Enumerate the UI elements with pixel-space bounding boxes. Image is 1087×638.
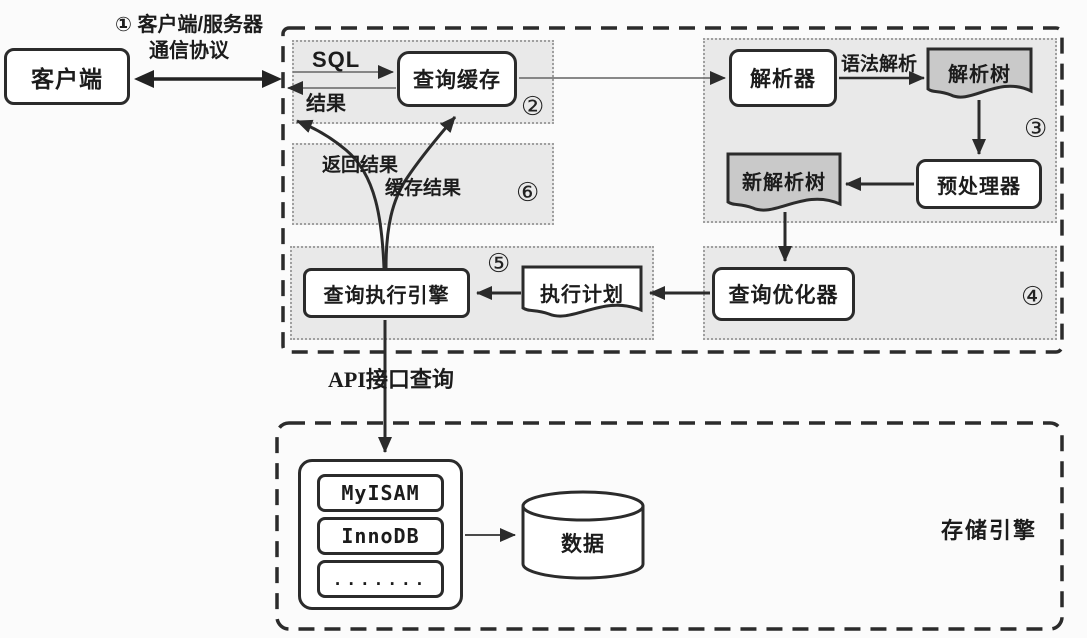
optimizer-node: 查询优化器 [712, 267, 855, 321]
cache-result-curve [384, 116, 457, 269]
arrowhead-left-icon [134, 70, 154, 88]
sql-label: SQL [312, 47, 361, 72]
database-cylinder-top [521, 490, 645, 522]
server-dashed-box [281, 26, 1064, 354]
new-parse-tree-shape [726, 152, 842, 212]
storage-dashed-box [275, 421, 1064, 631]
return-result-label: 返回结果 [322, 155, 399, 176]
engine-innodb: InnoDB [317, 517, 444, 555]
return-result-curve [296, 119, 386, 269]
parse-tree-shape [926, 47, 1033, 99]
client-label: 客户端 [31, 65, 103, 92]
storage-engine-title: 存储引擎 [941, 518, 1038, 543]
parser-label: 解析器 [750, 68, 816, 91]
protocol-label-line1: ① 客户端/服务器 [114, 14, 264, 36]
engine-others: ....... [317, 560, 444, 598]
optimizer-label: 查询优化器 [728, 284, 839, 307]
myisam-label: MyISAM [341, 481, 420, 505]
data-label: 数据 [561, 533, 605, 556]
query-cache-label: 查询缓存 [413, 69, 501, 92]
client-node: 客户端 [4, 48, 130, 105]
exec-engine-node: 查询执行引擎 [303, 268, 470, 318]
arrowhead-right-icon [262, 70, 282, 88]
result-label: 结果 [306, 93, 346, 115]
exec-plan-shape [521, 265, 643, 318]
preprocessor-node: 预处理器 [916, 159, 1042, 209]
badge-step-4: ④ [1021, 281, 1045, 311]
badge-step-2: ② [521, 91, 545, 121]
preprocessor-label: 预处理器 [937, 175, 1021, 198]
api-query-label: API接口查询 [328, 367, 454, 392]
new-parse-tree-label: 新解析树 [742, 172, 826, 194]
other-engines-label: ....... [332, 569, 429, 589]
exec-engine-label: 查询执行引擎 [323, 284, 450, 307]
cache-result-label: 缓存结果 [385, 178, 462, 199]
badge-step-3: ③ [1024, 113, 1048, 143]
query-cache-node: 查询缓存 [397, 51, 517, 107]
badge-step-5: ⑤ [487, 248, 511, 278]
badge-step-6: ⑥ [516, 177, 540, 207]
parse-tree-label: 解析树 [948, 64, 1011, 86]
database-cylinder-body [521, 506, 645, 580]
parser-node: 解析器 [729, 49, 837, 107]
engine-myisam: MyISAM [317, 474, 444, 512]
exec-plan-label: 执行计划 [540, 284, 624, 306]
protocol-label-line2: 通信协议 [149, 40, 229, 62]
innodb-label: InnoDB [341, 524, 420, 548]
syntax-parse-label: 语法解析 [841, 54, 918, 75]
